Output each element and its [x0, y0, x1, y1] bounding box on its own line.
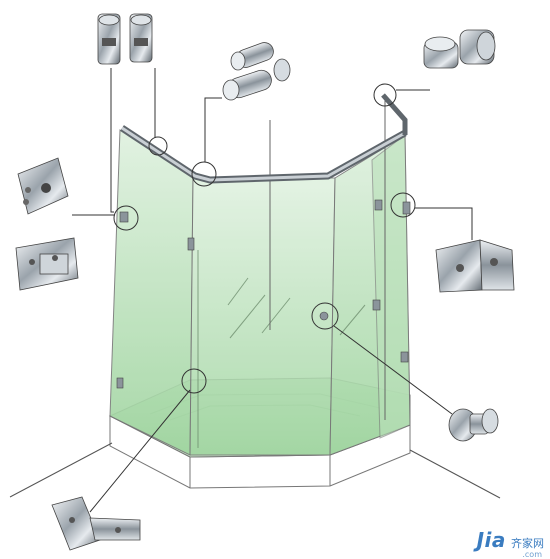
part-glass-clip-square: [17, 157, 69, 215]
watermark-logo: Jia: [476, 528, 506, 552]
floor-lines: [9, 442, 501, 499]
part-glass-hinge-plate: [15, 237, 79, 291]
leader-lines: [72, 68, 473, 513]
part-elbow-tube-connector: [222, 42, 291, 101]
watermark-sub: .com: [522, 550, 542, 559]
watermark: Jia 齐家网 .com: [476, 528, 544, 559]
back-edges: [269, 100, 386, 420]
glass-panels: [109, 129, 411, 456]
watermark-cn: 齐家网: [511, 537, 544, 550]
part-pipe-end-fitting: [423, 29, 496, 69]
part-pipe-clamp-connector: [97, 13, 153, 65]
glass-highlights: [197, 250, 366, 448]
top-rail: [120, 93, 408, 184]
part-hinge-bottom: [51, 496, 141, 551]
part-glass-clip-angled: [435, 239, 515, 293]
callout-circles: [113, 83, 416, 394]
part-door-knob: [448, 408, 499, 442]
glass-fittings: [116, 199, 411, 389]
